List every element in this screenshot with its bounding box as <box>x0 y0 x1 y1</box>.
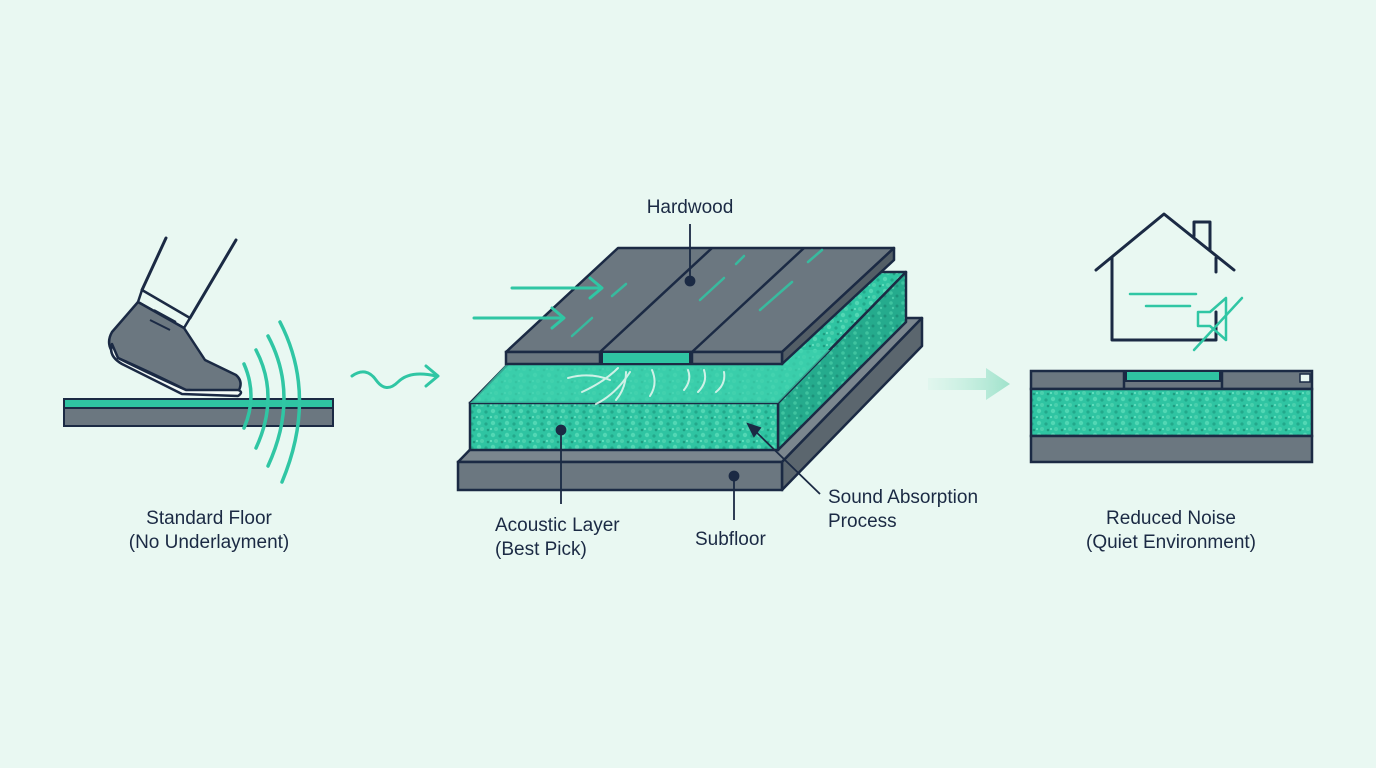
hardwood-label: Hardwood <box>647 196 734 220</box>
standard-floor-top-strip <box>63 398 334 409</box>
reduced-noise-label-line2: (Quiet Environment) <box>1085 532 1257 553</box>
standard-floor-label: Standard Floor (No Underlayment) <box>129 507 290 555</box>
standard-floor-label-line2: (No Underlayment) <box>128 532 290 553</box>
sound-input-arrows <box>472 276 604 330</box>
subfloor-front <box>456 460 784 492</box>
reduced-noise-label-line1: Reduced Noise <box>1106 508 1236 529</box>
standard-floor-base <box>63 407 334 427</box>
acoustic-layer-label-line1: Acoustic Layer <box>495 515 620 536</box>
subfloor-label: Subfloor <box>695 528 766 552</box>
footstep-shoe-icon <box>107 236 243 398</box>
fade-arrow-icon <box>928 368 1010 400</box>
muted-speaker-icon <box>1192 296 1244 352</box>
subfloor-label-text: Subfloor <box>695 529 766 550</box>
layered-floor-illustration <box>456 246 924 492</box>
standard-floor-label-line1: Standard Floor <box>146 508 272 529</box>
leader-lines <box>555 224 821 520</box>
acoustic-layer-front <box>468 401 780 452</box>
reduced-noise-label: Reduced Noise (Quiet Environment) <box>1086 507 1256 555</box>
hardwood-label-text: Hardwood <box>646 197 734 218</box>
acoustic-layer-label: Acoustic Layer (Best Pick) <box>495 514 620 562</box>
house-icon <box>1094 212 1236 342</box>
standard-floor-illustration <box>63 398 334 427</box>
acoustic-layer-label-line2: (Best Pick) <box>495 539 587 560</box>
sound-wave-icon <box>242 320 302 484</box>
sound-absorption-label: Sound Absorption Process <box>828 486 978 534</box>
wavy-arrow-icon <box>350 364 440 389</box>
reduced-noise-floor-section <box>1029 369 1314 464</box>
sound-absorption-label-line1: Sound Absorption <box>828 487 979 508</box>
sound-absorption-label-line2: Process <box>828 511 897 532</box>
